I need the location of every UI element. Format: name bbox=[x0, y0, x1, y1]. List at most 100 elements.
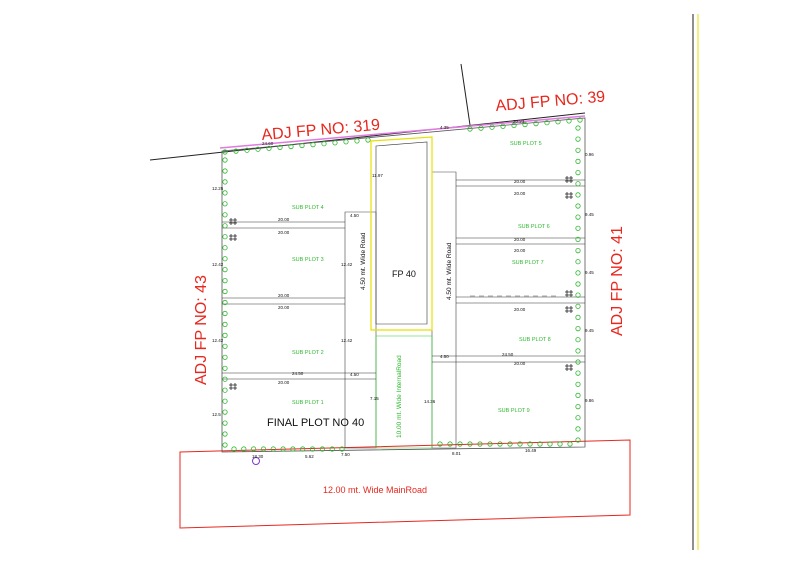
dimension-label: 20.00 bbox=[278, 230, 290, 235]
dimension-label: 8.01 bbox=[452, 451, 461, 456]
tree-marker bbox=[309, 446, 316, 452]
tree-marker bbox=[222, 149, 228, 155]
tree-marker bbox=[222, 277, 228, 284]
dimension-label: 9.86 bbox=[585, 398, 594, 403]
tree-marker bbox=[575, 281, 581, 287]
subplot-label: SUB PLOT 6 bbox=[518, 224, 550, 230]
hash-markers bbox=[229, 176, 573, 390]
dimension-label: 20.00 bbox=[278, 305, 290, 310]
tree-marker bbox=[467, 441, 473, 447]
subplot-label: SUB PLOT 9 bbox=[498, 408, 530, 414]
tree-marker bbox=[575, 259, 581, 265]
tree-marker bbox=[222, 365, 228, 371]
dimension-label: 18.30 bbox=[252, 454, 264, 459]
tree-marker bbox=[222, 310, 228, 317]
tree-marker bbox=[299, 142, 305, 149]
subplot-label: SUB PLOT 4 bbox=[292, 205, 324, 211]
road-right-outline bbox=[431, 171, 457, 449]
tree-marker bbox=[251, 446, 257, 452]
tree-marker bbox=[222, 398, 228, 404]
left-dividers bbox=[222, 221, 376, 380]
adj-fp-39-label: ADJ FP NO: 39 bbox=[495, 88, 606, 115]
tree-marker bbox=[321, 141, 327, 147]
tree-marker bbox=[489, 124, 495, 130]
tree-marker bbox=[575, 125, 581, 131]
tree-marker bbox=[339, 446, 345, 452]
boundary-tree-markers bbox=[222, 117, 583, 452]
fp40-block bbox=[370, 136, 433, 331]
dimension-label: 7.15 bbox=[370, 396, 379, 401]
tree-marker bbox=[222, 234, 228, 240]
tree-marker bbox=[575, 392, 581, 398]
tree-marker bbox=[255, 146, 261, 152]
tree-marker bbox=[457, 441, 463, 447]
main-road bbox=[179, 439, 631, 529]
dimension-label: 20.00 bbox=[514, 248, 526, 253]
tree-marker bbox=[575, 437, 581, 443]
tree-marker bbox=[447, 441, 453, 447]
dimension-label: 24.50 bbox=[292, 371, 304, 376]
tree-marker bbox=[575, 192, 581, 198]
tree-marker bbox=[575, 292, 581, 298]
tree-marker bbox=[575, 403, 581, 410]
adj-fp-43-label: ADJ FP NO: 43 bbox=[193, 275, 210, 385]
dimension-label: 12.42 bbox=[341, 338, 353, 343]
tree-marker bbox=[280, 446, 286, 452]
tree-marker bbox=[222, 299, 228, 306]
tree-marker bbox=[222, 212, 228, 218]
adj-fp-41-label: ADJ FP NO: 41 bbox=[609, 226, 626, 336]
dimension-label: 16.49 bbox=[525, 448, 537, 453]
tree-marker bbox=[522, 121, 528, 128]
tree-marker bbox=[575, 136, 581, 142]
road-right-label: 4.50 mt. Wide Road bbox=[446, 242, 453, 300]
tree-marker bbox=[544, 120, 550, 126]
tree-marker bbox=[537, 441, 543, 447]
tree-marker bbox=[517, 441, 523, 447]
tree-marker bbox=[477, 441, 483, 447]
tree-marker bbox=[487, 441, 493, 447]
tree-marker bbox=[467, 126, 473, 132]
tree-marker bbox=[222, 376, 228, 382]
tree-marker bbox=[511, 122, 517, 129]
dimension-label: 20.00 bbox=[514, 191, 526, 196]
subplot-label: SUB PLOT 1 bbox=[292, 400, 324, 406]
dimension-label: 20.00 bbox=[514, 237, 526, 242]
tree-marker bbox=[222, 387, 228, 393]
tree-marker bbox=[222, 431, 228, 437]
tree-marker bbox=[575, 270, 581, 276]
dimension-label: 24.60 bbox=[262, 141, 274, 146]
tree-marker bbox=[233, 148, 239, 154]
tree-marker bbox=[319, 446, 325, 452]
final-plot-label: FINAL PLOT NO 40 bbox=[267, 417, 364, 429]
tree-marker bbox=[300, 446, 306, 452]
fp40-label: FP 40 bbox=[392, 269, 416, 279]
tree-marker bbox=[222, 179, 228, 185]
tree-marker bbox=[567, 441, 573, 447]
dimension-label: 20.00 bbox=[514, 179, 526, 184]
subplot-label: SUB PLOT 2 bbox=[292, 350, 324, 356]
tree-marker bbox=[478, 125, 484, 131]
tree-marker bbox=[437, 441, 443, 447]
dimension-label: 12.42 bbox=[212, 262, 224, 267]
dimension-label: 20.00 bbox=[278, 293, 290, 298]
tree-marker bbox=[222, 321, 228, 327]
top-boundary-magenta bbox=[219, 115, 586, 149]
tree-marker bbox=[575, 325, 581, 332]
fp40-inner bbox=[375, 141, 428, 325]
tree-marker bbox=[222, 420, 228, 426]
tree-marker bbox=[222, 442, 228, 448]
right-dividers bbox=[432, 179, 585, 363]
tree-marker bbox=[241, 446, 247, 452]
dimension-label: 20.00 bbox=[514, 361, 526, 366]
north-reference-line bbox=[460, 63, 471, 126]
tree-marker bbox=[575, 158, 581, 164]
tree-marker bbox=[533, 121, 539, 127]
tree-marker bbox=[566, 118, 572, 124]
dimension-label: 4.50 bbox=[440, 354, 449, 359]
dimension-label: 14.36 bbox=[424, 399, 436, 404]
dimension-label: 4.35 bbox=[440, 125, 449, 130]
tree-marker bbox=[270, 446, 276, 452]
tree-marker bbox=[260, 446, 267, 452]
road-left-label: 4.50 mt. Wide Road bbox=[360, 232, 367, 290]
dimension-label: 0.96 bbox=[585, 152, 594, 157]
